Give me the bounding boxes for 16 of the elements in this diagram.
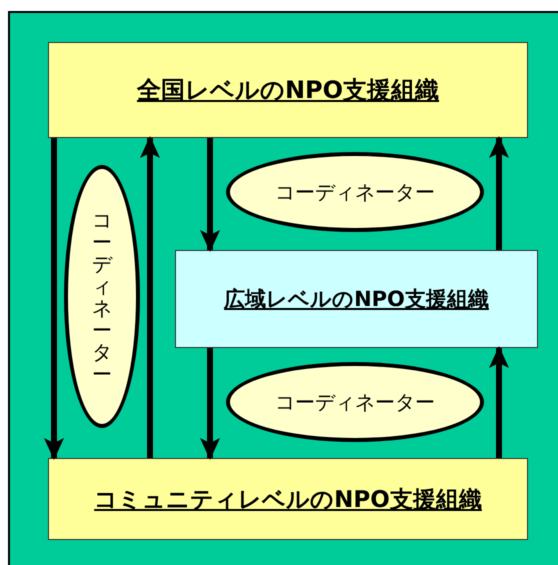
organization-box bbox=[48, 458, 528, 540]
background-panel bbox=[8, 11, 558, 565]
arrow bbox=[140, 136, 160, 458]
organization-box bbox=[48, 42, 528, 138]
node-label: コーディネーター bbox=[275, 178, 435, 206]
arrow bbox=[200, 348, 220, 460]
arrow bbox=[489, 136, 509, 250]
organization-box bbox=[175, 250, 538, 348]
arrow bbox=[489, 346, 509, 458]
arrow bbox=[200, 138, 220, 252]
node-label: 全国レベルのNPO支援組織 bbox=[136, 75, 440, 106]
node-label: コミュニティレベルのNPO支援組織 bbox=[94, 486, 482, 514]
arrow bbox=[44, 138, 64, 460]
node-label: 広域レベルのNPO支援組織 bbox=[224, 286, 489, 313]
node-label: コーディネーター bbox=[92, 208, 112, 384]
node-label: コーディネーター bbox=[275, 388, 435, 416]
